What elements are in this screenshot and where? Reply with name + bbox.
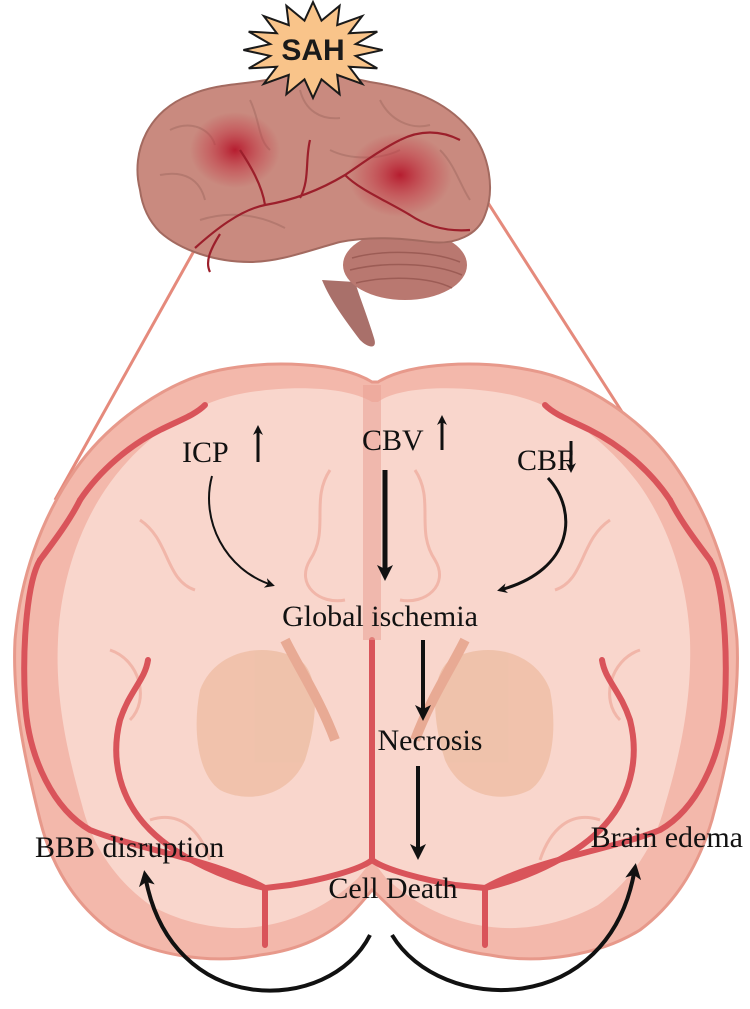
necrosis-label: Necrosis [378, 724, 483, 757]
hemorrhage-right [348, 133, 452, 217]
cbf-label: CBF [517, 444, 574, 477]
coronal-brain-section [13, 362, 739, 961]
icp-label: ICP [182, 436, 229, 469]
bbb-disruption-label: BBB disruption [35, 831, 224, 864]
cerebral-arteries [21, 402, 729, 948]
sah-badge: SAH [243, 0, 383, 101]
hemorrhage-left [190, 112, 280, 188]
brainstem [322, 280, 375, 347]
cbf-to-ischemia-arrow [497, 476, 568, 594]
lateral-brain-illustration [136, 72, 491, 347]
cbv-label: CBV [362, 424, 424, 457]
brain-edema-label: Brain edema [591, 821, 743, 854]
cell-death-label: Cell Death [328, 872, 457, 905]
sah-label: SAH [281, 34, 344, 67]
celldeath-to-bbb-arrow [138, 870, 372, 993]
deep-nuclei [196, 637, 554, 797]
global-ischemia-label: Global ischemia [282, 600, 478, 633]
pathway-labels: ICP CBV CBF Global ischemia Necrosis BBB… [35, 424, 743, 905]
surface-vessels [194, 131, 471, 273]
icp-to-ischemia-arrow [208, 475, 275, 588]
celldeath-to-edema-arrow [390, 863, 642, 993]
flow-arrows [138, 415, 642, 993]
